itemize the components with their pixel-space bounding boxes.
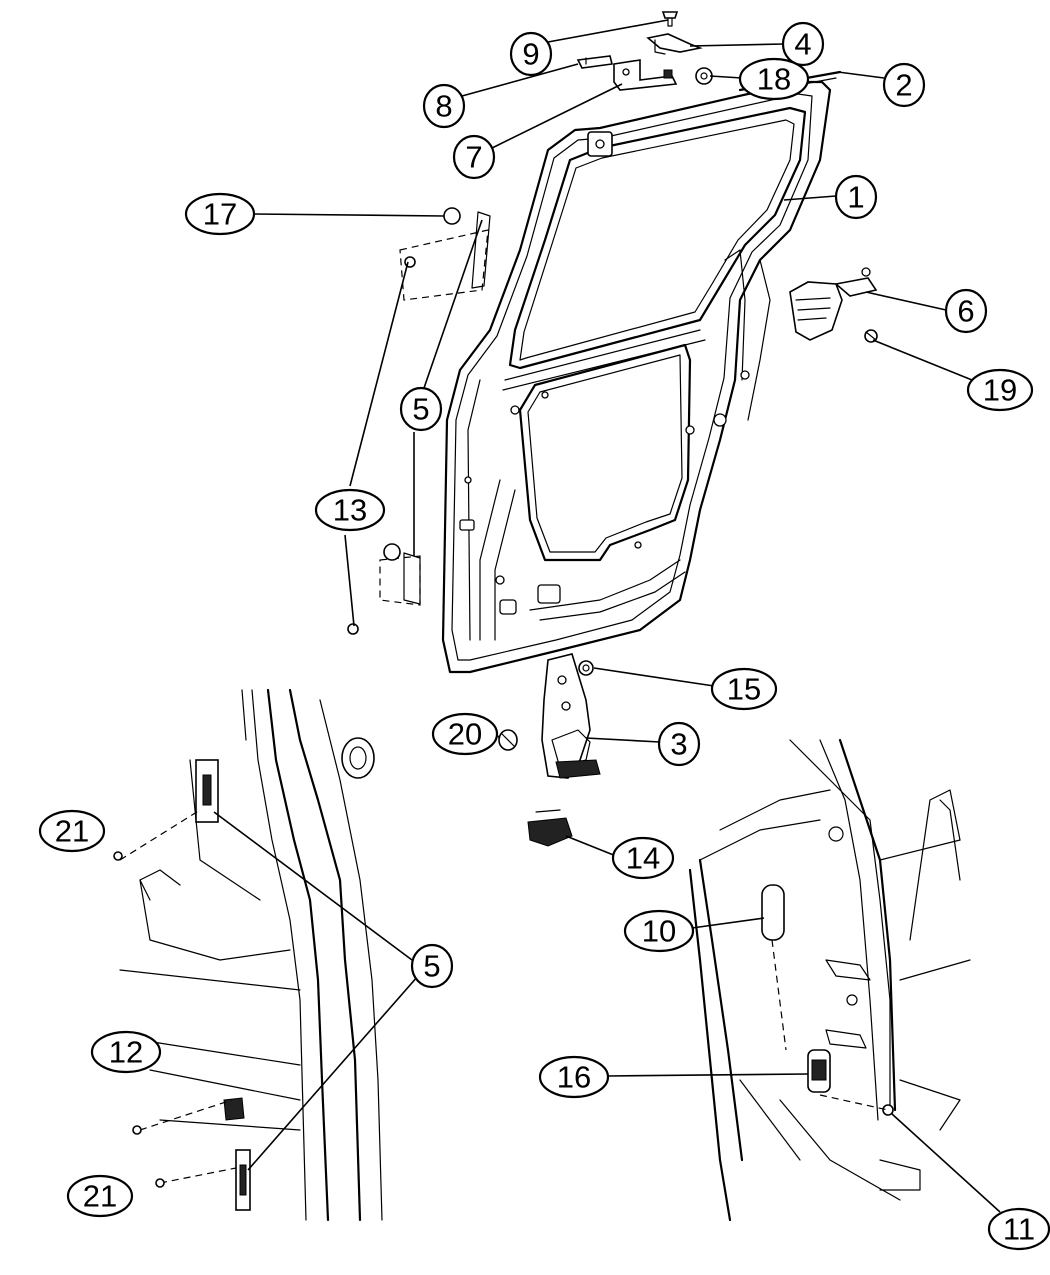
callout-16: 16 bbox=[538, 1055, 610, 1099]
callout-8: 8 bbox=[422, 83, 466, 129]
svg-text:2: 2 bbox=[895, 68, 912, 103]
svg-text:19: 19 bbox=[983, 373, 1017, 408]
svg-text:20: 20 bbox=[448, 717, 482, 752]
nut-18 bbox=[695, 67, 713, 85]
bolt-19 bbox=[864, 329, 878, 343]
svg-text:13: 13 bbox=[333, 493, 367, 528]
b-pillar-body-view bbox=[113, 688, 383, 1222]
lower-roller-hinge-3 bbox=[541, 653, 601, 779]
callout-17: 17 bbox=[184, 192, 256, 236]
svg-text:16: 16 bbox=[557, 1060, 591, 1095]
callout-5-upper: 5 bbox=[399, 386, 443, 432]
svg-text:15: 15 bbox=[727, 672, 761, 707]
callout-9: 9 bbox=[509, 31, 553, 77]
callout-4: 4 bbox=[781, 21, 825, 67]
svg-text:6: 6 bbox=[957, 294, 974, 329]
svg-text:9: 9 bbox=[522, 37, 539, 72]
bumper-20 bbox=[498, 729, 518, 751]
svg-text:21: 21 bbox=[55, 814, 89, 849]
callout-19: 19 bbox=[966, 368, 1034, 412]
svg-text:3: 3 bbox=[670, 727, 687, 762]
svg-text:5: 5 bbox=[423, 949, 440, 984]
svg-text:10: 10 bbox=[642, 914, 676, 949]
striker-plate-lower-5 bbox=[347, 543, 421, 635]
callout-18: 18 bbox=[738, 57, 810, 101]
callout-15: 15 bbox=[710, 667, 778, 711]
callout-14: 14 bbox=[611, 836, 675, 880]
clip-8 bbox=[576, 55, 613, 69]
upper-roller-bracket-4 bbox=[646, 33, 703, 55]
callout-10: 10 bbox=[623, 909, 695, 953]
callout-7: 7 bbox=[452, 134, 496, 180]
svg-text:7: 7 bbox=[465, 140, 482, 175]
callout-6: 6 bbox=[944, 288, 988, 334]
rear-body-view bbox=[688, 738, 971, 1222]
svg-text:14: 14 bbox=[626, 841, 660, 876]
callout-11: 11 bbox=[987, 1207, 1050, 1251]
callout-2: 2 bbox=[882, 62, 926, 108]
svg-text:21: 21 bbox=[83, 1179, 117, 1214]
lower-roller-14 bbox=[527, 809, 573, 847]
nut-15 bbox=[578, 660, 594, 676]
callout-21-lower: 21 bbox=[66, 1174, 134, 1218]
leader-lines bbox=[213, 19, 1001, 1213]
callout-3: 3 bbox=[657, 721, 701, 767]
callout-5-lower: 5 bbox=[410, 943, 454, 989]
svg-text:11: 11 bbox=[1003, 1212, 1035, 1247]
svg-text:4: 4 bbox=[794, 27, 811, 62]
callout-13: 13 bbox=[314, 488, 386, 532]
striker-plate-upper-5 bbox=[399, 207, 491, 301]
svg-text:12: 12 bbox=[109, 1035, 143, 1070]
svg-text:5: 5 bbox=[412, 392, 429, 427]
callout-20: 20 bbox=[431, 712, 499, 756]
push-pin-9 bbox=[661, 11, 679, 27]
svg-text:17: 17 bbox=[203, 197, 237, 232]
svg-text:8: 8 bbox=[435, 89, 452, 124]
center-hinge-6 bbox=[789, 267, 878, 341]
callouts: 1 2 3 4 5 5 6 7 8 9 10 11 12 13 14 15 16… bbox=[38, 21, 1050, 1251]
callout-12: 12 bbox=[90, 1030, 162, 1074]
sliding-door-shell bbox=[441, 80, 832, 674]
callout-21-upper: 21 bbox=[38, 809, 106, 853]
svg-text:18: 18 bbox=[757, 62, 791, 97]
callout-1: 1 bbox=[834, 174, 878, 220]
svg-text:1: 1 bbox=[847, 180, 864, 215]
upper-roller-arm-7 bbox=[613, 59, 678, 91]
